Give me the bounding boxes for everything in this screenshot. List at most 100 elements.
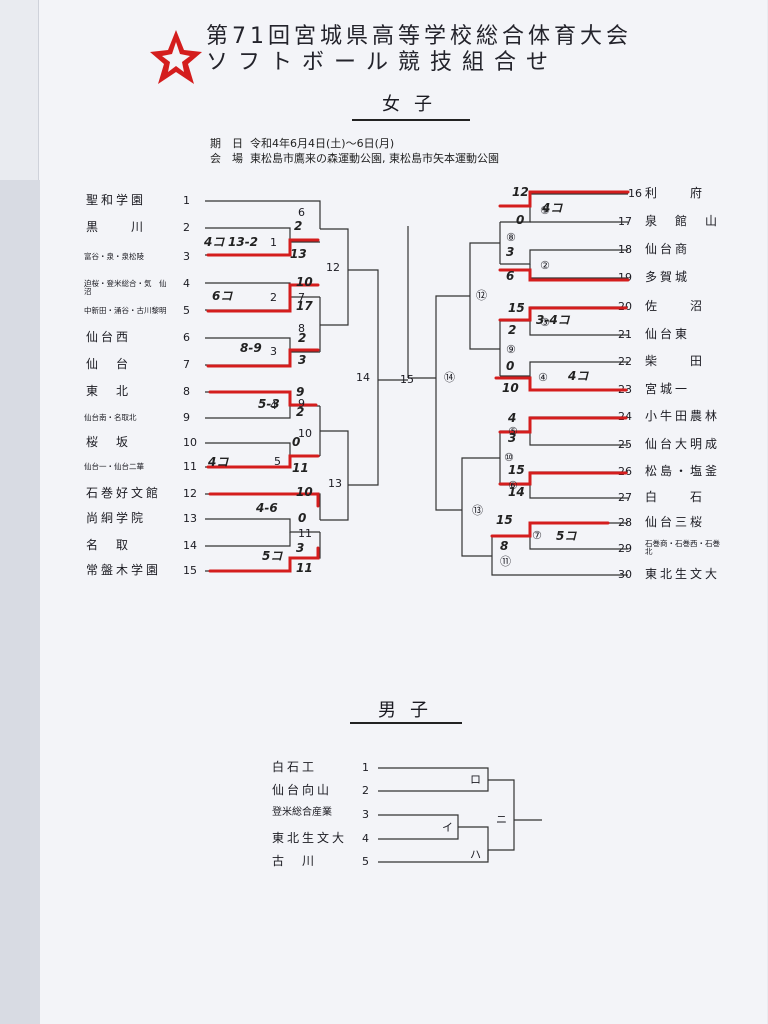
red-star-logo [150,30,202,84]
men-team-name: 登米総合産業 [272,807,332,818]
score-mark-left: 8-9 [240,341,262,355]
score-mark-right: 10 [502,381,519,395]
left-team-name: 石巻好文館 [86,486,162,500]
score-mark-left: 10 [296,275,313,289]
right-team-name: 東北生文大 [645,567,721,581]
right-team-name: 仙台大明成 [645,437,721,451]
left-match-label: 3 [270,345,277,358]
right-team-number: 16 [628,187,642,200]
left-team-number: 11 [183,460,197,473]
score-mark-left: 11 [296,561,313,575]
score-mark-left: 4-6 [256,501,278,515]
left-team-number: 8 [183,385,190,398]
score-mark-right: 4 [508,411,517,425]
right-team-name: 泉 館 山 [645,214,721,228]
left-match-label: 8 [298,322,305,335]
right-match-label: ② [540,259,550,272]
left-team-name: 桜 坂 [86,435,132,449]
right-match-label: ⑨ [506,343,516,356]
right-match-label: ① [540,204,550,217]
left-team-name: 仙台一・仙台二華 [84,462,144,471]
men-match-label-ha: ハ [470,848,481,861]
score-mark-left: 5-3 [258,397,280,411]
score-mark-left: 0 [298,511,307,525]
men-section-title: 男子 [378,700,442,721]
women-title-underline [352,119,470,121]
left-match-label: 5 [274,455,281,468]
score-mark-left: 4コ [208,455,229,469]
right-match-label: ⑭ [444,371,455,384]
right-match-label: ⑬ [472,504,483,517]
men-match-label-ni: ニ [496,813,507,826]
left-match-label: 12 [326,261,340,274]
score-mark-left: 2 [298,331,307,345]
score-mark-left: 13-2 [228,235,259,249]
left-team-name: 仙台西 [86,330,132,344]
score-mark-left: 6コ [212,289,233,303]
left-team-name: 名 取 [86,538,132,552]
right-team-name: 白 石 [645,490,706,504]
left-match-label: 1 [270,236,277,249]
men-team-name: 古 川 [272,854,318,868]
left-match-label: 10 [298,427,312,440]
score-mark-right: 3 [506,245,515,259]
right-match-label: ⑦ [532,529,542,542]
right-match-label: ③ [540,316,550,329]
right-match-label: ⑤ [508,425,518,438]
right-team-name: 仙台三桜 [645,515,706,529]
left-match-label: 6 [298,206,305,219]
score-mark-right: 15 [508,301,525,315]
right-team-name: 多賀城 [645,270,691,284]
men-team-name: 東北生文大 [272,831,348,845]
left-team-name: 中新田・涌谷・古川黎明 [84,306,167,315]
title-line-1: 第71回宮城県高等学校総合体育大会 [206,24,632,49]
left-match-label: 14 [356,371,370,384]
score-mark-right: 0 [506,359,515,373]
left-match-label: 13 [328,477,342,490]
right-team-name: 松島・塩釜 [645,464,721,478]
score-mark-right: 3-4コ [536,313,570,327]
left-match-label: 7 [298,291,305,304]
score-mark-right: 3 [508,431,517,445]
left-match-label: 4 [270,399,277,412]
women-section-title: 女子 [382,94,446,115]
right-team-name: 仙台東 [645,327,691,341]
right-match-label: ⑫ [476,289,487,302]
score-mark-right: 8 [500,539,509,553]
men-title-underline [350,722,462,724]
score-mark-right: 5コ [556,529,577,543]
score-mark-left: 3 [298,353,307,367]
score-mark-left: 13 [290,247,307,261]
left-edge-shadow [0,180,40,1024]
men-team-number: 5 [362,855,369,868]
score-mark-right: 12 [512,185,529,199]
score-mark-left: 17 [296,299,313,313]
right-team-name: 小牛田農林 [645,409,721,423]
right-team-name: 石巻商・石巻西・石巻北 [645,539,720,557]
score-mark-left: 0 [292,435,301,449]
right-match-label: ⑧ [506,231,516,244]
score-mark-right: 4コ [542,201,563,215]
men-team-number: 4 [362,832,369,845]
left-team-name: 尚絅学院 [86,511,147,525]
score-mark-left: 9 [296,385,305,399]
left-team-number: 13 [183,512,197,525]
left-team-number: 1 [183,194,190,207]
venue-label: 会 場 [210,152,243,165]
left-team-number: 4 [183,277,190,290]
score-mark-left: 2 [296,405,305,419]
men-team-number: 1 [362,761,369,774]
left-team-number: 6 [183,331,190,344]
title-line-2: ソフトボール競技組合せ [206,50,559,75]
score-mark-left: 5コ [262,549,283,563]
score-mark-right: 15 [508,463,525,477]
left-team-number: 9 [183,411,190,424]
left-team-number: 7 [183,358,190,371]
score-mark-left: 11 [292,461,309,475]
right-match-label: ⑩ [504,451,514,464]
score-mark-left: 3 [296,541,305,555]
left-team-number: 5 [183,304,190,317]
right-match-label: ⑪ [500,555,511,568]
